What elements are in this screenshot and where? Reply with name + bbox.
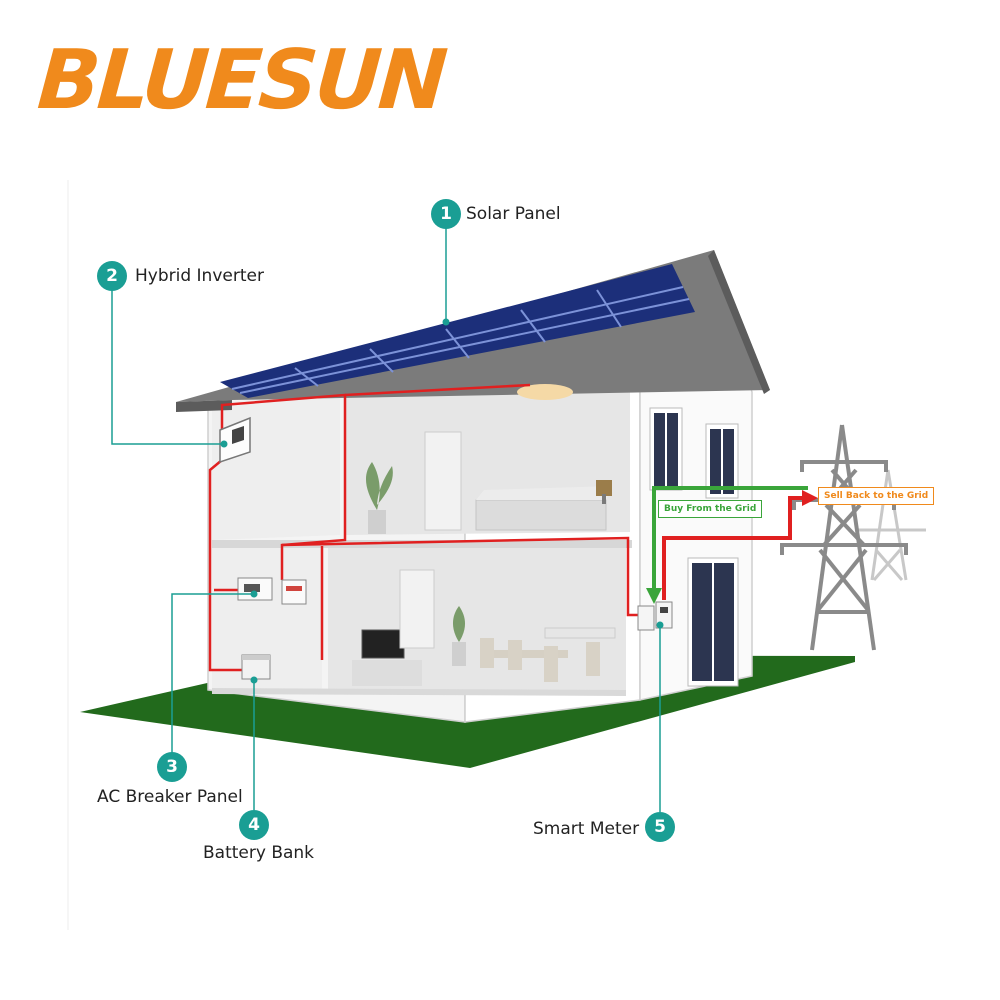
battery-bank <box>241 654 271 680</box>
windows-upper <box>649 407 739 499</box>
door-upper <box>424 431 462 531</box>
hybrid-inverter-label: Hybrid Inverter <box>135 266 264 286</box>
callout-badge-5: 5 <box>645 812 675 842</box>
sell-arrow <box>662 496 804 600</box>
ac-breaker-panel <box>237 577 307 605</box>
room-upper-left <box>212 390 340 540</box>
smart-meter-label: Smart Meter <box>533 819 640 839</box>
callout-badge-3: 3 <box>157 752 187 782</box>
ac-breaker-panel-label: AC Breaker Panel <box>97 787 243 807</box>
solar-panel-label: Solar Panel <box>466 204 561 224</box>
battery-bank-label: Battery Bank <box>203 843 315 863</box>
buy-from-grid-tag: Buy From the Grid <box>658 500 763 518</box>
wiring <box>208 383 640 672</box>
bluesun-logo: BLUESUN <box>34 33 448 128</box>
plant-pot <box>368 510 386 534</box>
tv <box>361 629 405 659</box>
callout-lines <box>111 227 661 812</box>
hybrid-inverter <box>219 416 251 464</box>
tower-insulators <box>780 462 908 555</box>
callout-badge-4: 4 <box>239 810 269 840</box>
ceiling-lamp <box>517 384 573 400</box>
power-tower <box>780 424 908 651</box>
solar-panels <box>220 264 695 398</box>
callout-badge-2: 2 <box>97 261 127 291</box>
buy-arrow <box>652 486 808 590</box>
door-lower <box>399 569 435 649</box>
sell-back-to-grid-tag: Sell Back to the Grid <box>818 487 935 505</box>
callout-badge-1: 1 <box>431 199 461 229</box>
bed <box>475 499 607 531</box>
dining-table <box>488 650 568 658</box>
